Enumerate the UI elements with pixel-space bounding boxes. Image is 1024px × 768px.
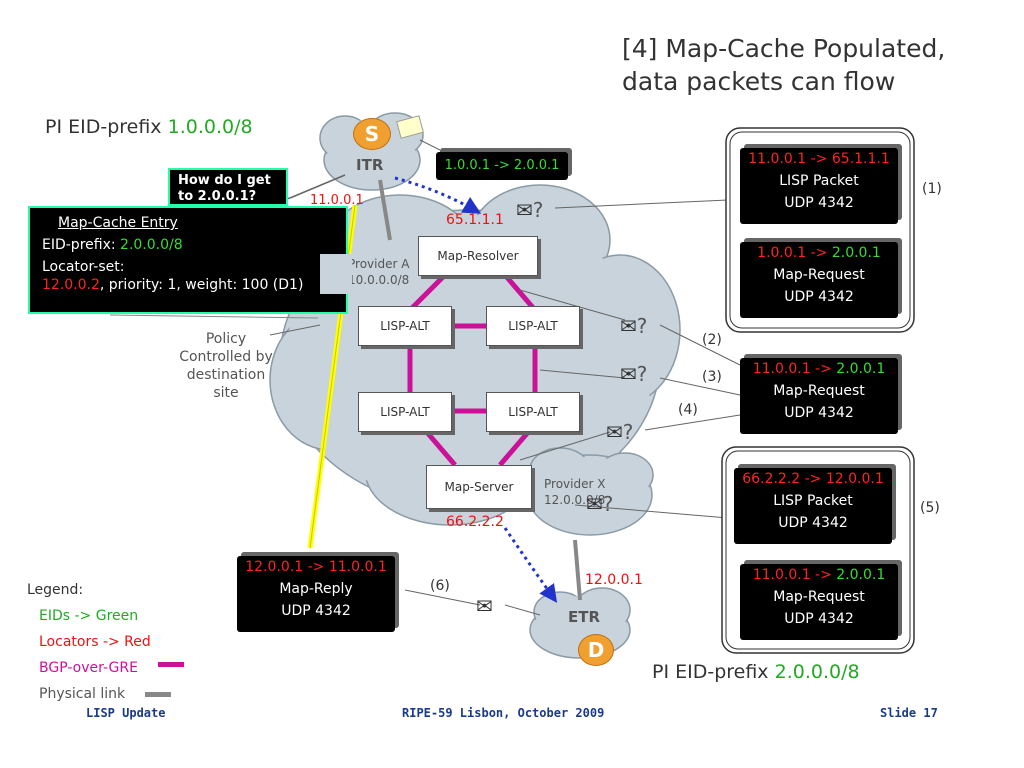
- step-tag-6: (6): [430, 578, 450, 594]
- title-line-2: data packets can flow: [622, 67, 896, 96]
- bgp-links: [407, 273, 538, 467]
- flow-box: 1.0.0.1 -> 2.0.0.1: [436, 152, 568, 180]
- packet-icon: ✉?: [620, 314, 648, 338]
- packet-icon: ✉?: [516, 198, 544, 222]
- footer-center: RIPE-59 Lisbon, October 2009: [402, 706, 605, 720]
- lisp-alt-node: LISP-ALT: [358, 392, 452, 432]
- packet-icon: ✉?: [620, 362, 648, 386]
- legend-locators: Locators -> Red: [39, 634, 151, 650]
- etr-locator: 12.0.0.1: [585, 572, 643, 588]
- map-resolver-address: 65.1.1.1: [446, 212, 504, 228]
- pi-destination-prefix: PI EID-prefix 2.0.0.0/8: [652, 661, 860, 683]
- legend-physical: Physical link: [39, 686, 126, 702]
- policy-text: Policy Controlled by destination site: [179, 331, 273, 401]
- footer-left: LISP Update: [86, 706, 166, 720]
- packet-3: 11.0.0.1 -> 2.0.0.1 Map-Request UDP 4342: [740, 358, 898, 434]
- packet-6: 12.0.0.1 -> 11.0.0.1 Map-Reply UDP 4342: [237, 556, 395, 632]
- pi-source-prefix: PI EID-prefix 1.0.0.0/8: [45, 116, 253, 138]
- site-s-icon: S: [353, 118, 391, 150]
- provider-a-label: Provider A 10.0.0.0/8: [348, 257, 410, 287]
- site-d-icon: D: [578, 634, 614, 666]
- step-tag-4: (4): [678, 402, 698, 418]
- packet-icon: ✉?: [606, 420, 634, 444]
- lisp-alt-node: LISP-ALT: [486, 392, 580, 432]
- provider-x-label: Provider X 12.0.0.0/8: [544, 477, 606, 507]
- map-server-node: Map-Server: [426, 465, 532, 509]
- etr-label: ETR: [568, 608, 601, 626]
- map-server-address: 66.2.2.2: [446, 514, 504, 530]
- title-line-1: [4] Map-Cache Populated,: [622, 34, 946, 63]
- legend-title: Legend:: [27, 582, 84, 598]
- step-tag-5: (5): [920, 500, 940, 516]
- step-tag-3: (3): [702, 369, 722, 385]
- legend: Legend: EIDs -> Green Locators -> Red BG…: [27, 577, 151, 707]
- map-cache-entry: Map-Cache Entry EID-prefix: 2.0.0.0/8 Lo…: [28, 206, 348, 314]
- lisp-alt-node: LISP-ALT: [358, 306, 452, 346]
- step-tag-1: (1): [922, 181, 942, 197]
- packet-1-outer: 11.0.0.1 -> 65.1.1.1 LISP Packet UDP 434…: [740, 148, 898, 224]
- step-tag-2: (2): [702, 332, 722, 348]
- legend-bgp: BGP-over-GRE: [39, 660, 138, 676]
- map-cache-heading: Map-Cache Entry: [58, 215, 178, 231]
- packet-icon: ✉?: [586, 492, 614, 516]
- question-bubble: How do I get to 2.0.0.1?: [168, 168, 288, 206]
- footer-right: Slide 17: [880, 706, 938, 720]
- packet-1-inner: 1.0.0.1 -> 2.0.0.1 Map-Request UDP 4342: [740, 242, 898, 318]
- itr-label: ITR: [356, 156, 384, 174]
- packet-5-inner: 11.0.0.1 -> 2.0.0.1 Map-Request UDP 4342: [740, 564, 898, 640]
- packet-icon: ✉: [476, 594, 493, 618]
- slide-title: [4] Map-Cache Populated, data packets ca…: [622, 32, 945, 98]
- itr-locator: 11.0.0.1: [310, 193, 364, 208]
- physical-links: [378, 179, 582, 601]
- packet-5-outer: 66.2.2.2 -> 12.0.0.1 LISP Packet UDP 434…: [734, 468, 892, 544]
- map-resolver-node: Map-Resolver: [418, 236, 538, 276]
- legend-eids: EIDs -> Green: [39, 608, 139, 624]
- lisp-alt-node: LISP-ALT: [486, 306, 580, 346]
